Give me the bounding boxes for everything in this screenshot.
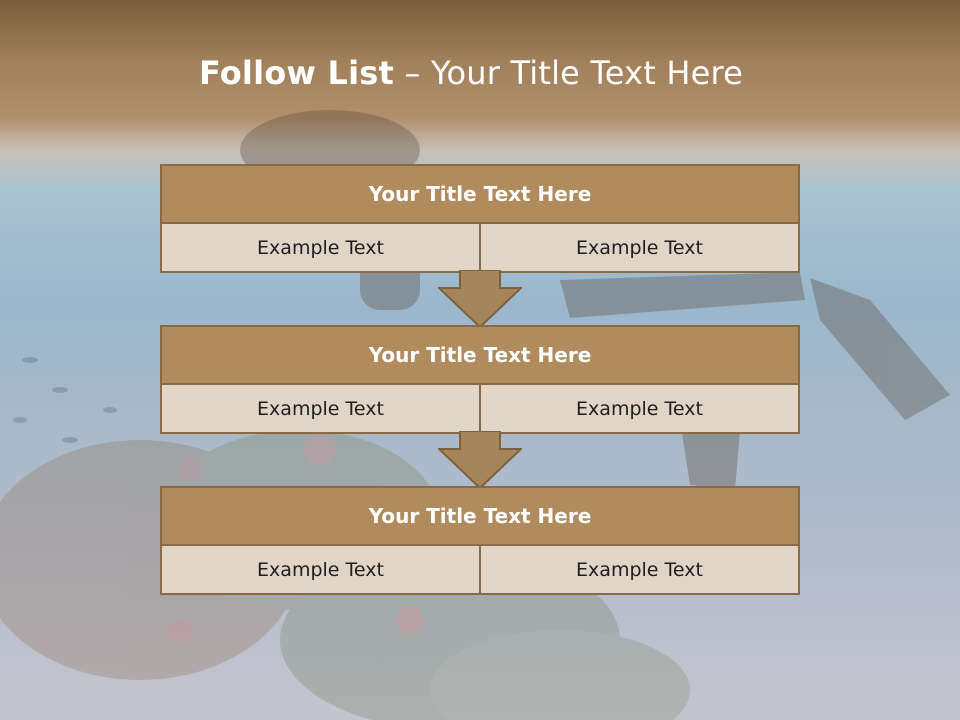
title-lead: Follow List <box>198 54 395 92</box>
step-title: Your Title Text Here <box>162 166 798 224</box>
step-box-2: Your Title Text Here Example Text Exampl… <box>160 325 800 434</box>
step-cell-left: Example Text <box>257 558 384 581</box>
step-title: Your Title Text Here <box>162 327 798 385</box>
down-arrow-icon <box>438 431 522 489</box>
title-rest: Your Title Text Here <box>431 54 744 92</box>
step-title: Your Title Text Here <box>162 488 798 546</box>
title-separator: – <box>394 54 431 92</box>
step-cells: Example Text Example Text <box>162 224 798 271</box>
step-cells: Example Text Example Text <box>162 546 798 593</box>
step-cell-left: Example Text <box>257 397 384 420</box>
step-cell-right: Example Text <box>479 385 798 432</box>
step-cell-right: Example Text <box>479 546 798 593</box>
slide-title: Follow List – Your Title Text Here <box>0 54 942 92</box>
step-box-3: Your Title Text Here Example Text Exampl… <box>160 486 800 595</box>
step-box-1: Your Title Text Here Example Text Exampl… <box>160 164 800 273</box>
step-cells: Example Text Example Text <box>162 385 798 432</box>
step-cell-right: Example Text <box>479 224 798 271</box>
down-arrow-icon <box>438 270 522 328</box>
step-cell-left: Example Text <box>257 236 384 259</box>
